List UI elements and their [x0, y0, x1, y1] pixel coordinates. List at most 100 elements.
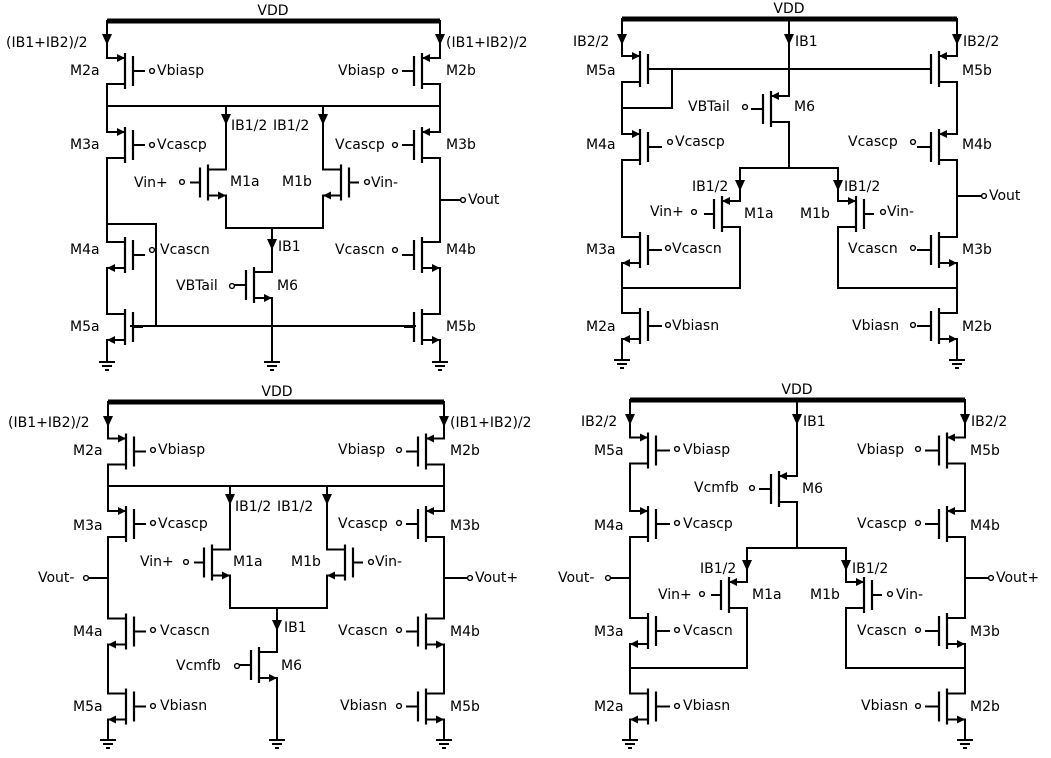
transistor-p: [704, 196, 741, 232]
current-arrow: [318, 114, 328, 125]
transistor-p: [629, 504, 670, 544]
source-arrow: [269, 674, 277, 682]
source-arrow: [947, 433, 955, 442]
label: IB1/2: [700, 561, 736, 577]
source-arrow: [264, 294, 272, 302]
terminal-dot: [149, 446, 157, 454]
source-arrow: [856, 578, 864, 586]
label: (IB1+IB2)/2: [8, 415, 90, 431]
label: Vcascp: [675, 134, 725, 150]
label: IB1: [278, 239, 301, 255]
ground-symbol: [264, 351, 280, 371]
source-arrow: [622, 335, 630, 343]
label: Vcascn: [848, 241, 898, 257]
label: Vin-: [896, 587, 923, 603]
source-arrow: [722, 197, 730, 205]
ground-symbol: [622, 729, 638, 749]
label: M4a: [73, 624, 103, 640]
label: M4a: [586, 137, 616, 153]
terminal-dot: [748, 484, 756, 492]
current-arrow: [617, 34, 627, 45]
ground-symbol: [432, 351, 448, 371]
current-arrow: [833, 180, 843, 191]
transistor-p: [406, 504, 445, 544]
label: Vcascp: [338, 516, 388, 532]
label: Vbiasp: [158, 442, 205, 458]
current-arrow: [960, 414, 970, 425]
transistor-p: [621, 49, 654, 89]
terminal-dot: [391, 246, 399, 254]
label: M5b: [450, 699, 480, 715]
label: M4b: [450, 624, 480, 640]
label: M6: [802, 481, 823, 497]
label: M5b: [970, 443, 1000, 459]
transistor-n: [629, 687, 670, 726]
label: IB1/2: [692, 179, 728, 195]
label: M1b: [291, 554, 321, 570]
label: M4b: [446, 242, 476, 258]
source-arrow: [222, 571, 230, 580]
source-arrow: [107, 264, 115, 272]
transistor-n: [194, 544, 231, 581]
label: IB1/2: [235, 499, 271, 515]
transistor-p: [759, 469, 798, 509]
source-arrow: [771, 92, 779, 100]
terminal-dot: [980, 192, 988, 200]
label: Vin+: [134, 175, 168, 191]
terminal-dot: [909, 138, 917, 146]
label: Vout: [468, 192, 500, 208]
label: Vbiasn: [672, 318, 719, 334]
label: Vcascn: [335, 242, 385, 258]
label: M4a: [70, 242, 100, 258]
transistor-p: [925, 504, 966, 544]
source-arrow: [118, 507, 126, 515]
label: Vout-: [558, 570, 594, 586]
label: Vcascp: [335, 137, 385, 153]
current-arrow: [435, 34, 445, 45]
label: Vin-: [375, 554, 402, 570]
label: Vcascn: [338, 623, 388, 639]
label: M3a: [586, 242, 616, 258]
transistor-n: [326, 544, 363, 581]
terminal-dot: [182, 558, 190, 566]
label: M2b: [450, 443, 480, 459]
terminal-dot: [886, 590, 894, 598]
source-arrow: [107, 336, 115, 344]
label: M5a: [586, 63, 616, 79]
label: M1a: [744, 206, 774, 222]
transistor-p: [406, 432, 445, 471]
source-arrow: [632, 130, 640, 138]
terminal-dot: [466, 574, 474, 582]
source-arrow: [949, 335, 957, 343]
source-arrow: [436, 640, 444, 649]
transistor-n: [107, 687, 146, 726]
terminal-dot: [228, 282, 236, 290]
label: M5b: [446, 319, 476, 335]
transistor-p: [711, 577, 748, 613]
current-arrow: [322, 494, 332, 505]
current-arrow: [625, 414, 635, 425]
ground-symbol: [949, 349, 965, 369]
transistor-n: [234, 264, 273, 306]
terminal-dot: [149, 519, 157, 527]
terminal-dot: [395, 446, 403, 454]
current-arrow: [272, 620, 282, 631]
label: M5a: [70, 319, 100, 335]
transistor-p: [917, 127, 958, 167]
transistor-n: [402, 235, 441, 275]
transistor-n: [107, 612, 146, 651]
current-arrow: [439, 416, 449, 427]
label: Vcascn: [857, 623, 907, 639]
source-arrow: [848, 197, 856, 205]
current-arrow: [225, 494, 235, 505]
terminal-dot: [391, 141, 399, 149]
label: IB2/2: [971, 414, 1007, 430]
label: Vcascn: [160, 623, 210, 639]
label: Vcmfb: [694, 480, 739, 496]
transistor-n: [621, 231, 662, 269]
label: M3a: [594, 624, 624, 640]
terminal-dot: [914, 519, 922, 527]
label: M4b: [970, 518, 1000, 534]
transistor-n: [406, 687, 445, 726]
